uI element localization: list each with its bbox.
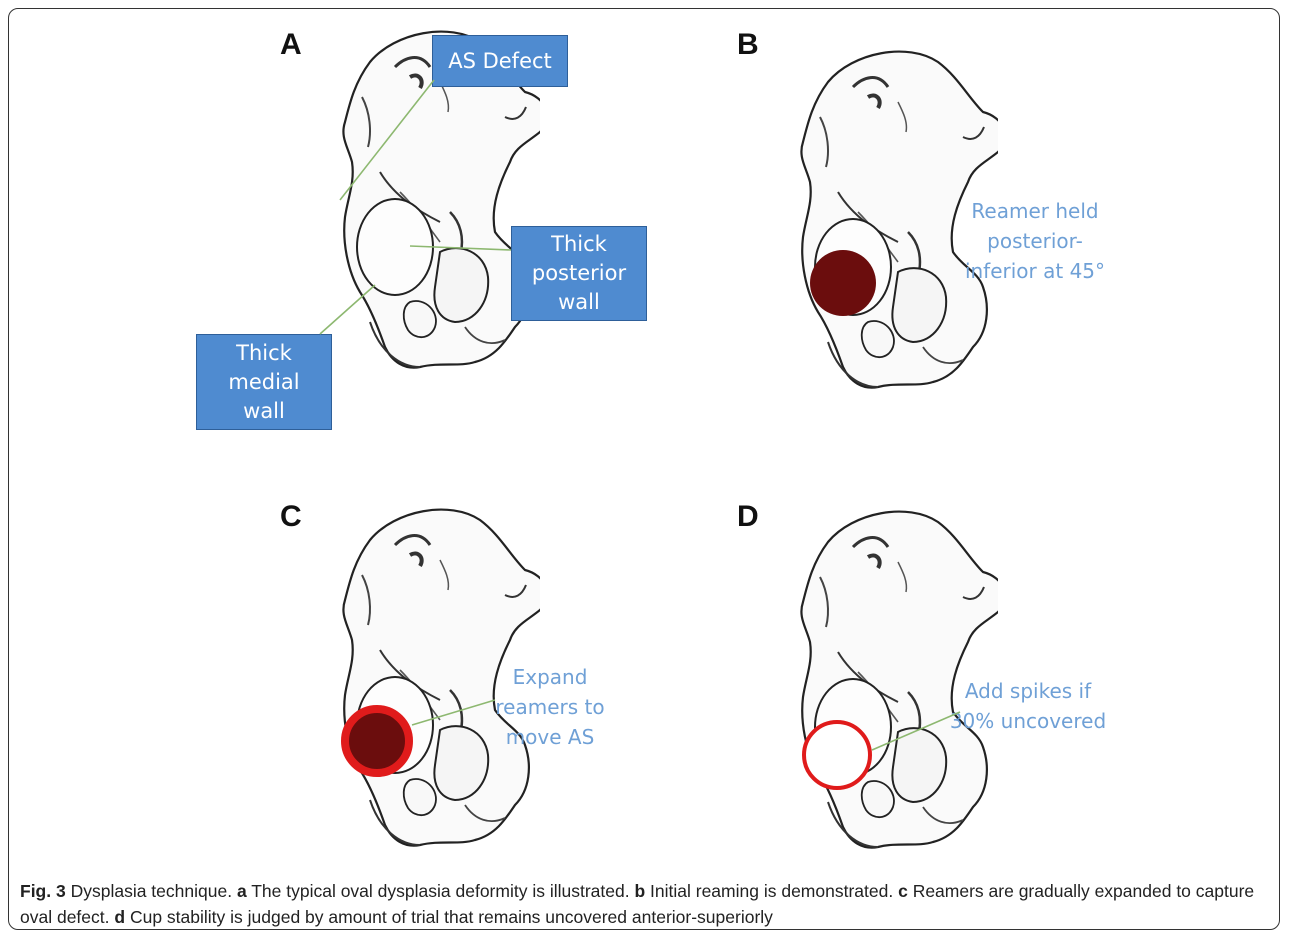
- caption-b-key: b: [634, 881, 645, 901]
- caption-d-text: Cup stability is judged by amount of tri…: [130, 907, 773, 927]
- as-defect-pointer-line: [340, 80, 434, 200]
- caption-b-text: Initial reaming is demonstrated.: [650, 881, 893, 901]
- caption-a-key: a: [237, 881, 247, 901]
- caption-d-key: d: [114, 907, 125, 927]
- caption-c-key: c: [898, 881, 908, 901]
- panel-d-pointer-line: [872, 712, 960, 750]
- caption-a-text: The typical oval dysplasia deformity is …: [251, 881, 629, 901]
- panel-c-pointer-line: [412, 700, 495, 725]
- figure-caption: Fig. 3 Dysplasia technique. a The typica…: [20, 878, 1276, 930]
- medial-wall-pointer-line: [320, 285, 375, 334]
- caption-title: Dysplasia technique.: [71, 881, 232, 901]
- posterior-wall-pointer-line: [410, 246, 511, 250]
- caption-fig-label: Fig. 3: [20, 881, 66, 901]
